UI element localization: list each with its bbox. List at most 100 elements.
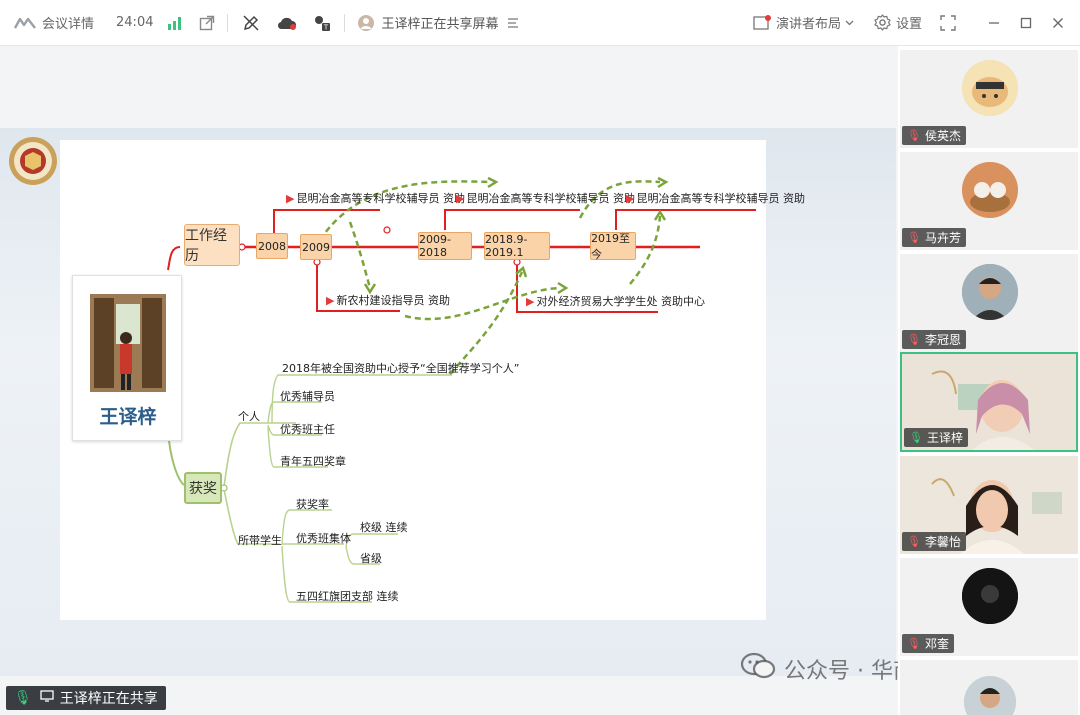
meeting-logo-icon — [14, 16, 36, 30]
year-node-2018-2019: 2018.9-2019.1 — [484, 232, 550, 260]
wechat-icon — [740, 652, 776, 686]
settings-button[interactable]: 设置 — [874, 0, 922, 46]
shared-content: 工作经历 获奖 2008 2009 2009-2018 2018.9-2019.… — [0, 128, 896, 676]
participant-tile[interactable]: 🎙邓奎 — [900, 558, 1078, 656]
award-rate-label: 获奖率 — [296, 498, 329, 511]
participant-tile[interactable]: 🎙李冠恩 — [900, 254, 1078, 352]
chevron-down-icon — [845, 20, 854, 26]
participant-name-tag: 🎙侯英杰 — [902, 126, 966, 145]
participant-avatar — [962, 568, 1018, 624]
participant-name: 侯英杰 — [924, 129, 961, 143]
maximize-icon — [1020, 17, 1032, 29]
participant-avatar — [962, 264, 1018, 320]
participant-name: 邓奎 — [924, 637, 949, 651]
caption-icon: T — [312, 14, 332, 32]
sharing-badge-text: 王译梓正在共享 — [59, 691, 158, 707]
popout-button[interactable] — [199, 0, 215, 46]
role-label-bottom-1: ▶新农村建设指导员 资助 — [326, 292, 450, 308]
year-node-2008: 2008 — [256, 233, 288, 259]
participant-name: 马卉芳 — [924, 231, 961, 245]
flag-icon: ▶ — [626, 192, 635, 205]
minimize-icon — [988, 17, 1000, 29]
layout-label: 演讲者布局 — [775, 17, 841, 32]
toolbar-divider — [227, 13, 229, 32]
participant-name-tag: 🎙马卉芳 — [902, 228, 966, 247]
sharer-avatar-icon — [357, 14, 375, 32]
role-text: 昆明冶金高等专科学校辅导员 资助 — [296, 192, 465, 205]
participant-tile-partial[interactable] — [900, 660, 1078, 715]
participant-avatar — [962, 60, 1018, 116]
signal-strength[interactable] — [167, 0, 183, 46]
fullscreen-button[interactable] — [940, 0, 956, 46]
participant-tile[interactable]: 🎙侯英杰 — [900, 50, 1078, 148]
role-label-top-2: ▶昆明冶金高等专科学校辅导员 资助 — [456, 190, 635, 206]
gear-icon — [874, 14, 891, 31]
sharing-status[interactable]: 王译梓正在共享屏幕 — [357, 0, 518, 46]
participant-name: 王译梓 — [926, 431, 963, 445]
role-text: 新农村建设指导员 资助 — [336, 294, 450, 307]
mic-muted-icon: 🎙 — [907, 231, 921, 244]
top-toolbar: 会议详情 24:04 T — [0, 0, 1080, 46]
annotate-button[interactable] — [242, 0, 260, 46]
mic-muted-icon: 🎙 — [907, 637, 921, 650]
minimize-button[interactable] — [988, 0, 1000, 46]
class-award-province: 省级 — [360, 552, 382, 565]
participant-tile-active-speaker[interactable]: 🎙王译梓 — [900, 352, 1078, 452]
participant-name-tag: 🎙邓奎 — [902, 634, 954, 653]
cloud-icon — [276, 15, 298, 31]
role-text: 昆明冶金高等专科学校辅导员 资助 — [636, 192, 805, 205]
pen-off-icon — [242, 14, 260, 32]
league-branch-label: 五四红旗团支部 连续 — [296, 590, 399, 603]
meeting-info-button[interactable]: 会议详情 — [14, 0, 94, 46]
personal-award-1: 优秀辅导员 — [280, 390, 335, 403]
sharing-badge[interactable]: 🎙 王译梓正在共享 — [6, 686, 166, 710]
timer-text: 24:04 — [116, 15, 154, 30]
caption-button[interactable]: T — [312, 0, 332, 46]
mic-muted-icon: 🎙 — [907, 129, 921, 142]
close-button[interactable] — [1052, 0, 1064, 46]
class-award-school: 校级 连续 — [360, 521, 408, 534]
cloud-record-button[interactable] — [276, 0, 298, 46]
participant-tile[interactable]: 🎙马卉芳 — [900, 152, 1078, 250]
participant-name-tag: 🎙李馨怡 — [902, 532, 966, 551]
screen-share-icon — [40, 690, 54, 706]
personal-award-2: 优秀班主任 — [280, 423, 335, 436]
toolbar-divider-2 — [344, 13, 346, 32]
signal-icon — [167, 16, 183, 30]
flag-icon: ▶ — [326, 294, 335, 307]
excellent-class-label: 优秀班集体 — [296, 532, 351, 545]
fullscreen-icon — [940, 14, 956, 31]
mic-on-icon: 🎙 — [14, 690, 32, 706]
role-text: 昆明冶金高等专科学校辅导员 资助 — [466, 192, 635, 205]
participant-tile[interactable]: 🎙李馨怡 — [900, 456, 1078, 554]
flag-icon: ▶ — [456, 192, 465, 205]
svg-text:T: T — [323, 23, 329, 31]
layout-icon — [753, 14, 771, 31]
participant-avatar — [962, 162, 1018, 218]
work-experience-node: 工作经历 — [184, 224, 240, 266]
flag-icon: ▶ — [526, 295, 535, 308]
maximize-button[interactable] — [1020, 0, 1032, 46]
shared-screen-area: 工作经历 获奖 2008 2009 2009-2018 2018.9-2019.… — [0, 46, 898, 715]
participant-name: 李馨怡 — [924, 535, 961, 549]
meeting-info-label: 会议详情 — [42, 17, 95, 32]
participant-panel: 🎙侯英杰 🎙马卉芳 🎙李冠恩 🎙王译梓 🎙李馨怡 🎙邓奎 — [898, 46, 1080, 715]
students-awards-label: 所带学生 — [238, 534, 282, 547]
mind-map-slide: 工作经历 获奖 2008 2009 2009-2018 2018.9-2019.… — [60, 140, 805, 620]
participant-name-tag: 🎙王译梓 — [904, 428, 968, 447]
profile-photo — [90, 294, 166, 392]
layout-button[interactable]: 演讲者布局 — [753, 0, 854, 46]
year-node-2019-now: 2019至今 — [590, 232, 636, 261]
settings-label: 设置 — [895, 17, 922, 32]
participant-name: 李冠恩 — [924, 333, 961, 347]
close-icon — [1052, 17, 1064, 29]
role-label-top-3: ▶昆明冶金高等专科学校辅导员 资助 — [626, 190, 805, 206]
profile-name: 王译梓 — [99, 406, 157, 428]
flag-icon: ▶ — [286, 192, 295, 205]
personal-awards-label: 个人 — [238, 410, 260, 423]
top-award-label: 2018年被全国资助中心授予“全国推荐学习个人” — [282, 362, 520, 375]
role-label-bottom-2: ▶对外经济贸易大学学生处 资助中心 — [526, 293, 705, 309]
awards-node: 获奖 — [184, 472, 222, 504]
school-logo — [8, 136, 58, 186]
